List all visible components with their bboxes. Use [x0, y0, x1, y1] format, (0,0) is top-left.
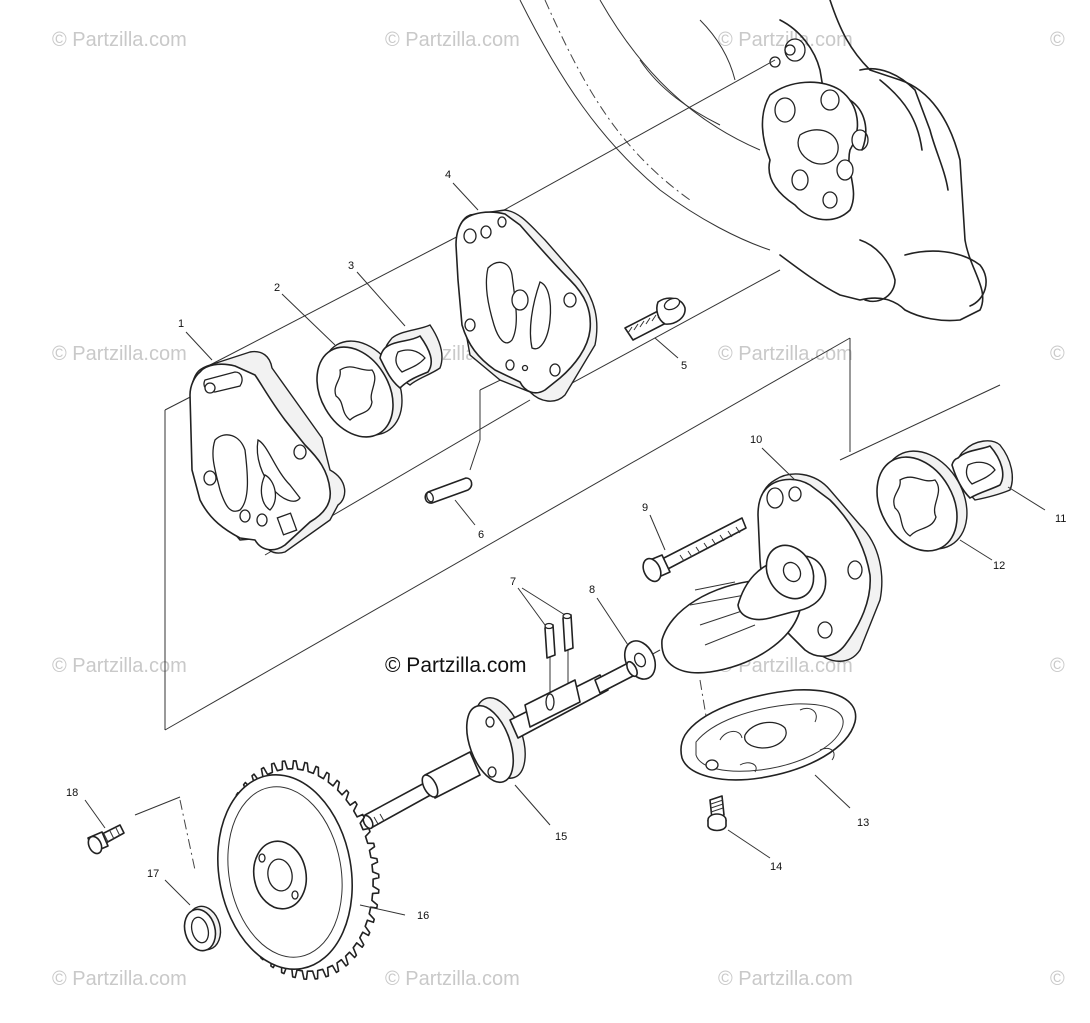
watermark: © Partzilla.com	[385, 29, 520, 51]
callout-18: 18	[66, 787, 78, 799]
callout-7: 7	[510, 576, 516, 588]
callout-17: 17	[147, 868, 159, 880]
part-10-pump-housing	[661, 473, 883, 674]
part-1-pump-plate	[189, 350, 346, 554]
callout-8: 8	[589, 584, 595, 596]
watermark: © Partzilla.com	[718, 29, 853, 51]
part-5-screw	[624, 297, 686, 341]
watermark: © Partzilla.com	[718, 343, 853, 365]
watermark: © Partzilla.com	[718, 655, 853, 677]
watermark-edge: ©	[1050, 343, 1065, 365]
watermark-edge: ©	[1050, 968, 1065, 990]
part-11-inner-rotor	[951, 440, 1013, 501]
part-16-gear	[217, 760, 380, 980]
part-17-washer	[183, 905, 222, 952]
crankcase-outline	[519, 0, 987, 322]
watermark-layer: © Partzilla.com © Partzilla.com © Partzi…	[52, 29, 1065, 990]
callout-15: 15	[555, 831, 567, 843]
callout-3: 3	[348, 260, 354, 272]
watermark: © Partzilla.com	[718, 968, 853, 990]
part-2-outer-rotor	[316, 340, 403, 438]
part-15-drive-shaft	[362, 660, 638, 830]
part-6-dowel-pin	[424, 477, 473, 504]
watermark-edge: ©	[1050, 655, 1065, 677]
callout-14: 14	[770, 861, 782, 873]
part-18-bolt	[87, 824, 125, 855]
watermark: © Partzilla.com	[52, 29, 187, 51]
watermark: © Partzilla.com	[52, 968, 187, 990]
part-4-pump-body	[455, 209, 598, 402]
callout-2: 2	[274, 282, 280, 294]
callout-12: 12	[993, 560, 1005, 572]
callout-5: 5	[681, 360, 687, 372]
watermark: © Partzilla.com	[385, 968, 520, 990]
part-14-screw	[707, 795, 727, 832]
part-9-bolt	[642, 517, 747, 583]
callout-labels: 1 2 3 4 5 6 7 8 9 10 11 12 13 14 15 16 1…	[66, 169, 1066, 922]
callout-4: 4	[445, 169, 451, 181]
callout-10: 10	[750, 434, 762, 446]
leader-lines	[84, 182, 1046, 916]
callout-13: 13	[857, 817, 869, 829]
center-watermark: © Partzilla.com	[385, 654, 527, 677]
callout-11: 11	[1055, 513, 1066, 525]
part-3-inner-rotor	[379, 324, 443, 389]
callout-1: 1	[178, 318, 184, 330]
callout-16: 16	[417, 910, 429, 922]
watermark: © Partzilla.com	[52, 655, 187, 677]
part-13-cover-plate	[680, 689, 857, 781]
part-12-outer-rotor	[876, 450, 968, 552]
part-7-pins	[544, 612, 574, 659]
watermark-edge: ©	[1050, 29, 1065, 51]
callout-6: 6	[478, 529, 484, 541]
callout-9: 9	[642, 502, 648, 514]
watermark: © Partzilla.com	[52, 343, 187, 365]
